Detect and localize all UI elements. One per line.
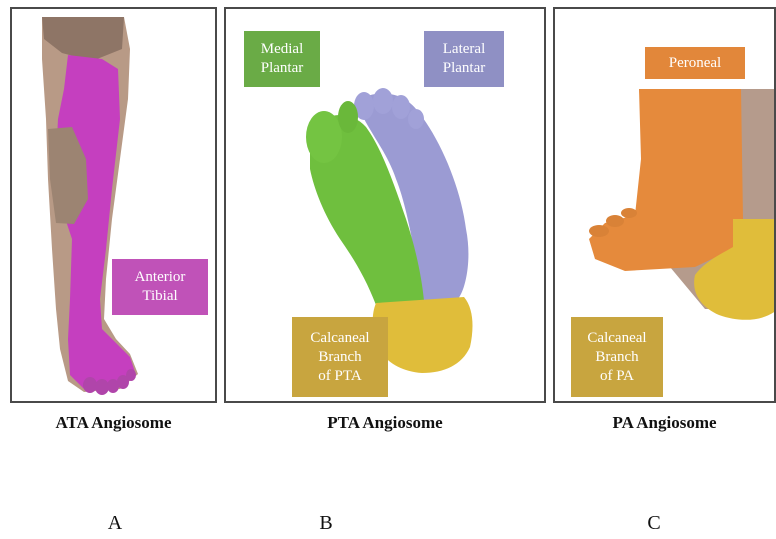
panel-b-pta: MedialPlantar LateralPlantar CalcanealBr…	[224, 7, 546, 403]
leg-anterior-illustration	[12, 9, 217, 403]
big-toe	[306, 111, 342, 163]
label-calcaneal-branch-pa: CalcanealBranchof PA	[571, 317, 663, 397]
label-medial-plantar: MedialPlantar	[244, 31, 320, 87]
caption-b: PTA Angiosome	[224, 413, 546, 433]
panel-c-pa: Peroneal CalcanealBranchof PA	[553, 7, 776, 403]
caption-c: PA Angiosome	[553, 413, 776, 433]
label-peroneal: Peroneal	[645, 47, 745, 79]
label-calcaneal-branch-pta: CalcanealBranchof PTA	[292, 317, 388, 397]
label-lateral-plantar: LateralPlantar	[424, 31, 504, 87]
letter-c: C	[634, 512, 674, 535]
label-anterior-tibial: AnteriorTibial	[112, 259, 208, 315]
second-toe	[338, 101, 358, 133]
letter-a: A	[95, 512, 135, 535]
letter-b: B	[306, 512, 346, 535]
panel-a-ata: AnteriorTibial	[10, 7, 217, 403]
peroneal-territory	[589, 89, 743, 271]
caption-a: ATA Angiosome	[10, 413, 217, 433]
